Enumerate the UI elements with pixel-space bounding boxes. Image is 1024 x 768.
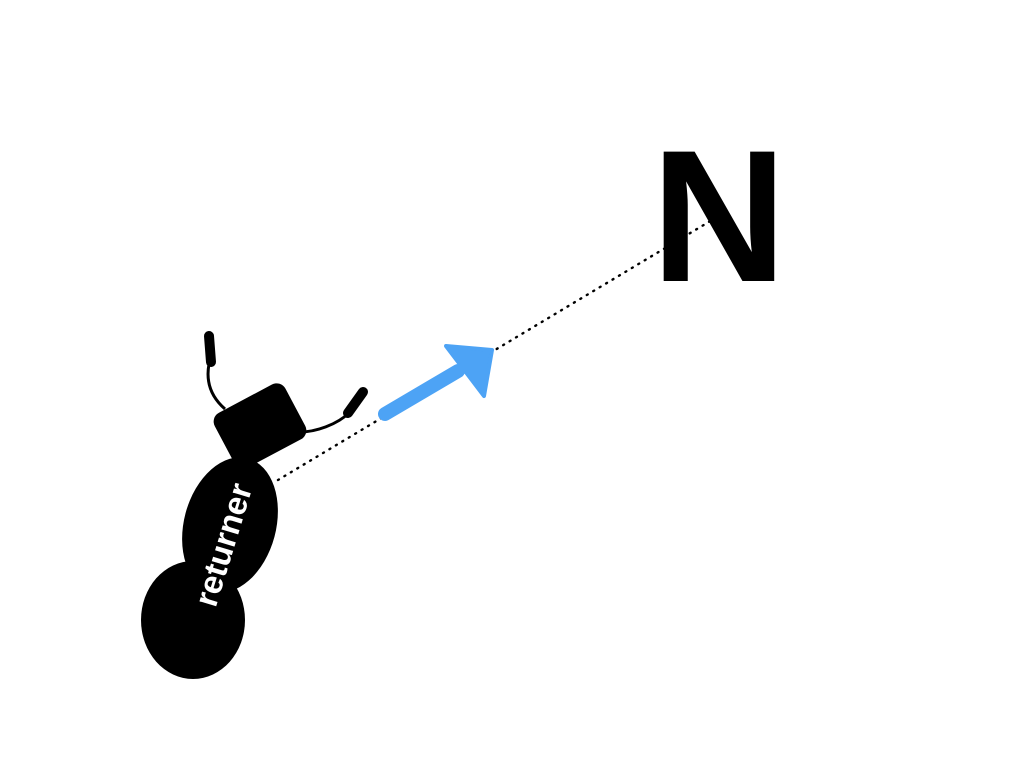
arrow-shaft [378, 364, 465, 421]
right-antenna [299, 410, 352, 434]
ant-thorax [182, 457, 278, 593]
heading-guide-line [276, 218, 714, 482]
left-antenna [206, 363, 227, 411]
arrow-head [444, 344, 494, 398]
ant-head [213, 383, 307, 469]
north-label: N [651, 111, 787, 321]
left-antenna-tip [204, 331, 216, 367]
ant-icon: returner [141, 331, 368, 679]
arrow-right-up-icon [378, 344, 494, 421]
right-antenna-tip [343, 387, 368, 418]
